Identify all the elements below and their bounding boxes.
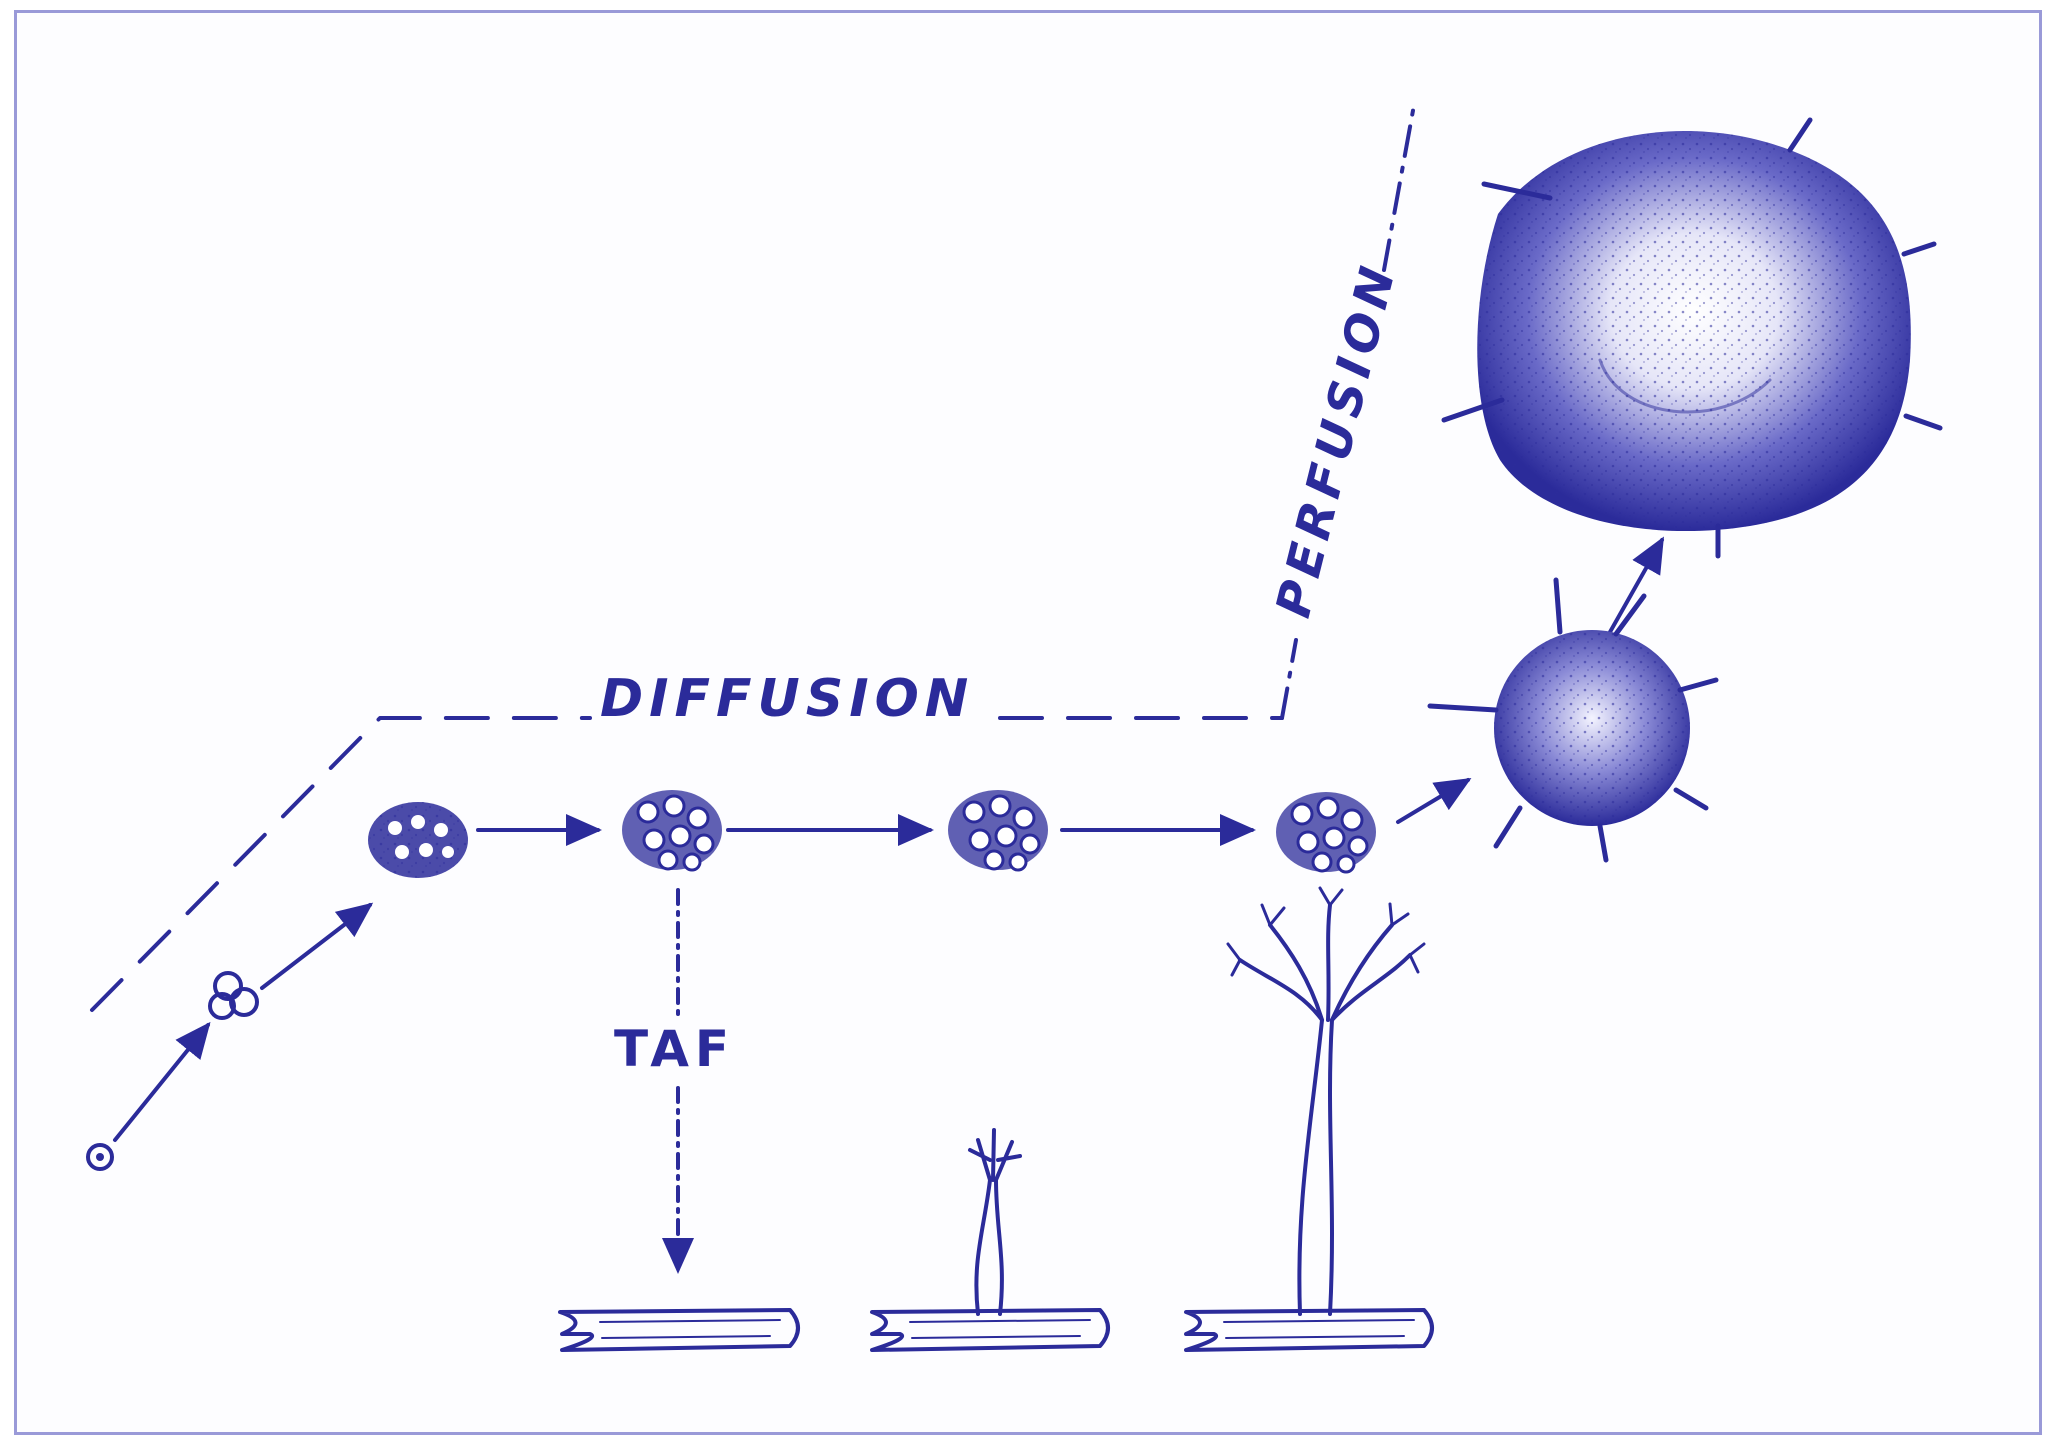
avascular-tumor-nodule-3	[948, 790, 1048, 870]
avascular-tumor-nodule-4	[1276, 792, 1376, 872]
host-vessel-1	[560, 1310, 798, 1350]
perfusion-boundary-line	[1282, 640, 1296, 718]
vascularized-tumor-large	[1444, 120, 1940, 556]
avascular-tumor-nodule-1	[368, 802, 468, 878]
avascular-tumor-nodule-2	[622, 790, 722, 870]
growth-arrow-2	[262, 905, 370, 988]
cell-cluster-small	[210, 973, 257, 1018]
taf-label: TAF	[614, 1020, 735, 1078]
diffusion-label: DIFFUSION	[600, 669, 974, 729]
growth-arrow-1	[115, 1025, 208, 1140]
growth-arrow-7	[1610, 540, 1662, 632]
perfusion-label: PERFUSION	[1265, 256, 1407, 623]
capillary-sprout-short	[970, 1130, 1020, 1314]
perfusion-boundary-line-top	[1384, 105, 1414, 270]
host-vessel-3	[1186, 1310, 1432, 1350]
growth-arrow-6	[1398, 780, 1468, 822]
capillary-sprout-long	[1228, 888, 1424, 1314]
diffusion-boundary-line	[92, 718, 590, 1010]
host-vessel-2	[872, 1310, 1108, 1350]
vascularized-tumor-small	[1430, 580, 1716, 860]
single-cell	[88, 1145, 112, 1169]
